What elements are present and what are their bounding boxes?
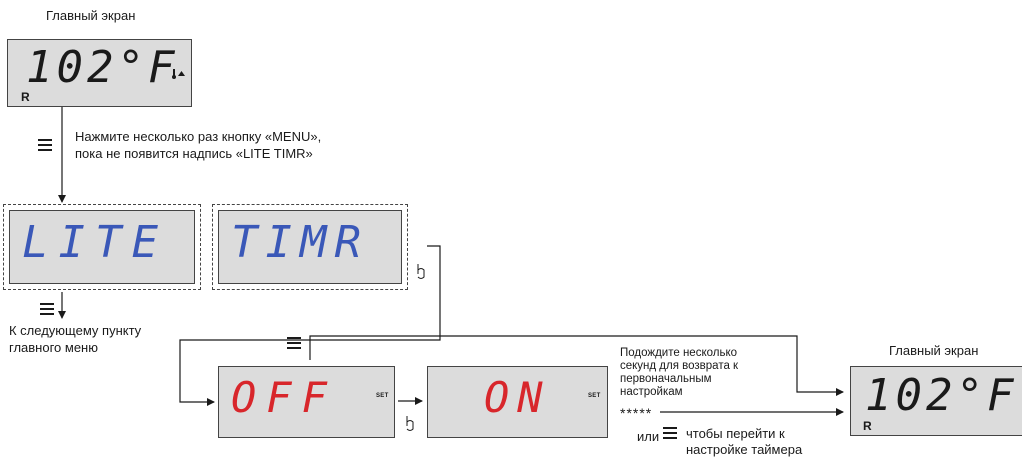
temp-up-icon bbox=[172, 69, 185, 79]
menu-icon[interactable] bbox=[287, 337, 301, 350]
instruction-line-1: Нажмите несколько раз кнопку «MENU», bbox=[75, 129, 322, 144]
wait-line-2: секунд для возврата к bbox=[620, 360, 739, 372]
timer-line-1: чтобы перейти к bbox=[686, 426, 785, 441]
final-screen-indicator: R bbox=[863, 419, 872, 433]
timer-line-2: настройке таймера bbox=[686, 442, 803, 457]
off-set-label: SET bbox=[376, 393, 389, 399]
on-text: ON bbox=[484, 373, 551, 422]
off-lcd: OFF SET bbox=[218, 366, 395, 438]
finger-press-icon bbox=[406, 416, 414, 431]
next-item-line-1: К следующему пункту bbox=[9, 323, 142, 338]
arrow-menu-to-main bbox=[309, 335, 844, 396]
main-screen-temperature: 102°F bbox=[26, 42, 179, 93]
lite-text: LITE bbox=[22, 217, 168, 268]
wait-line-1: Подождите несколько bbox=[620, 347, 737, 359]
timr-lcd: TIMR bbox=[218, 210, 402, 284]
menu-icon[interactable] bbox=[40, 303, 54, 316]
menu-icon[interactable] bbox=[663, 427, 677, 440]
wait-line-4: настройкам bbox=[620, 386, 683, 398]
timr-text: TIMR bbox=[231, 217, 369, 268]
final-screen-label: Главный экран bbox=[889, 343, 979, 358]
next-item-line-2: главного меню bbox=[9, 340, 98, 355]
off-text: OFF bbox=[231, 373, 337, 422]
lite-dashed-frame bbox=[3, 204, 201, 290]
final-screen-lcd: 102°F R bbox=[850, 366, 1022, 436]
instruction-line-2: пока не появится надпись «LITE TIMR» bbox=[75, 146, 313, 161]
or-label: или bbox=[637, 429, 660, 444]
main-screen-indicator: R bbox=[21, 90, 30, 104]
wait-line-3: первоначальным bbox=[620, 373, 712, 385]
menu-icon[interactable] bbox=[38, 139, 52, 152]
main-screen-lcd: 102°F R bbox=[7, 39, 192, 107]
on-lcd: ON SET bbox=[427, 366, 608, 438]
main-screen-label: Главный экран bbox=[46, 8, 136, 23]
finger-press-icon bbox=[417, 264, 425, 279]
on-set-label: SET bbox=[588, 393, 601, 399]
timr-dashed-frame bbox=[212, 204, 408, 290]
wait-stars: ***** bbox=[620, 405, 653, 421]
final-screen-temperature: 102°F bbox=[865, 370, 1018, 421]
lite-lcd: LITE bbox=[9, 210, 195, 284]
